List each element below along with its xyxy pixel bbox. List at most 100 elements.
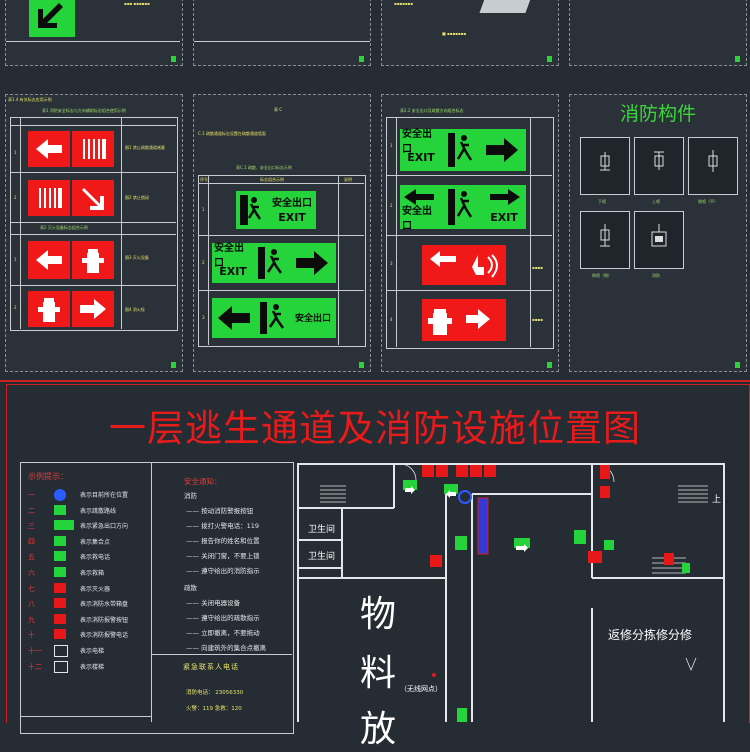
row-number: 2 bbox=[202, 260, 205, 265]
safety-instruction-text: 按动消防警报按钮 bbox=[201, 507, 254, 515]
safety-instruction-text: 立即撤离，不要拖动 bbox=[201, 629, 260, 637]
row-number: 3 bbox=[390, 261, 393, 266]
sheet-fire-components: 消防构件 下喷 上喷 侧喷（平） 侧喷（侧） 消防 bbox=[569, 94, 747, 372]
safety-instruction: —— 报告你的姓名和位置 bbox=[186, 535, 260, 545]
fire-alarm-icon bbox=[430, 251, 498, 278]
fire-extinguisher-marker bbox=[422, 465, 434, 477]
legend-symbol-icon bbox=[54, 582, 66, 593]
col-header: 标志组合示例 bbox=[260, 177, 284, 182]
marker bbox=[547, 362, 552, 368]
fire-alarm-marker bbox=[456, 465, 468, 477]
sheet-number: 表1.4 有关标志应用示例 bbox=[8, 97, 52, 102]
divider bbox=[151, 462, 152, 722]
fire-hose-marker bbox=[588, 551, 602, 563]
bullet-dash: —— bbox=[186, 629, 202, 637]
exit-sign-en-text: EXIT bbox=[219, 264, 247, 278]
hydrant-icon bbox=[82, 249, 104, 273]
sign-table bbox=[386, 117, 554, 349]
sprinkler-up-box bbox=[634, 137, 684, 195]
legend-item-number: 八 bbox=[28, 600, 35, 609]
legend-item-number: 九 bbox=[28, 615, 35, 624]
legend-title: 示例提示： bbox=[28, 472, 68, 481]
exit-marker bbox=[682, 563, 690, 573]
wireless-point-label: （无线网点） bbox=[400, 685, 442, 693]
exit-sign-arrow-right: 安全出口 EXIT bbox=[212, 243, 336, 283]
bullet-dash: —— bbox=[186, 507, 202, 515]
legend-item-text: 表示楼梯 bbox=[80, 663, 105, 671]
exit-sign-running-man: 安全出口 EXIT bbox=[236, 191, 316, 229]
safety-instruction: —— 向建筑外的集合点撤离 bbox=[186, 642, 266, 652]
exit-marker bbox=[457, 708, 467, 722]
exit-sign-cn-text: 安全出口 bbox=[294, 313, 331, 324]
exit-sign-en-text: EXIT bbox=[490, 210, 518, 224]
legend-symbol-icon bbox=[54, 520, 74, 531]
fire-hydrant-marker bbox=[484, 465, 496, 477]
row-number: 4 bbox=[390, 317, 393, 322]
row-note: 图1 禁止疏散通道堵塞 bbox=[125, 145, 165, 150]
safety-instruction: —— 拨打火警电话：119 bbox=[186, 520, 259, 530]
legend-item-text: 表示电梯 bbox=[80, 648, 105, 655]
bullet-dash: —— bbox=[186, 614, 202, 622]
legend-symbol-icon bbox=[54, 504, 66, 515]
legend-symbol-icon bbox=[54, 645, 68, 657]
legend-item-text: 表示集合点 bbox=[80, 538, 111, 546]
divider bbox=[10, 222, 176, 223]
sheet-desc: C.1 疏散通道标志设置在疏散通道墙面 bbox=[198, 131, 266, 136]
room-label-material-1: 物 bbox=[360, 594, 397, 635]
floor-plan-title: 一层逃生通道及消防设施位置图 bbox=[109, 407, 641, 450]
legend-item-text: 表示目前所在位置 bbox=[80, 492, 129, 499]
wireless-point-marker bbox=[432, 673, 436, 677]
sheet-header: 表 C bbox=[274, 107, 283, 112]
legend-symbol-icon bbox=[54, 535, 66, 546]
safety-section-heading: 疏散 bbox=[184, 584, 197, 592]
row-note: 图4 消火栓 bbox=[125, 307, 145, 312]
divider bbox=[10, 172, 176, 173]
legend-symbol-icon bbox=[54, 489, 66, 501]
exit-sign-two-way: 安全出口 EXIT bbox=[400, 185, 526, 232]
marker bbox=[171, 362, 176, 368]
legend-item-text: 表示消防水带箱盘 bbox=[80, 601, 129, 609]
table-title: 表C.1 疏散、安全出口标志示例 bbox=[236, 165, 292, 170]
hydrant-arrow-sign bbox=[422, 299, 506, 341]
room-label-repair: 返修分拣修分修 bbox=[608, 628, 693, 642]
divider bbox=[386, 235, 552, 236]
hydrant-icon bbox=[428, 309, 490, 335]
exit-sign-cn-text: 安全出口 bbox=[402, 129, 432, 155]
row-number: 1 bbox=[202, 207, 205, 212]
row-number: 1 bbox=[14, 150, 17, 155]
legend-item-number: 一 bbox=[28, 491, 35, 499]
safety-instruction-text: 拨打火警电话：119 bbox=[201, 522, 259, 530]
legend-item-text: 表示疏散路线 bbox=[80, 507, 117, 515]
exit-marker bbox=[574, 530, 586, 544]
safety-instruction-text: 向建筑外的集合点撤离 bbox=[201, 644, 267, 652]
sheet-top-4 bbox=[569, 0, 747, 66]
bullet-dash: —— bbox=[186, 567, 202, 575]
legend-item-text: 表示消防报警按钮 bbox=[80, 616, 129, 624]
fire-alarm-marker bbox=[600, 486, 610, 498]
sheet3-note: ▪▪▪▪▪▪▪ bbox=[394, 1, 413, 6]
row-number: 2 bbox=[14, 195, 17, 200]
legend-item-number: 三 bbox=[28, 522, 35, 531]
sheet-sign-examples-3: 表2.2 安全出口及疏散方向组合标志 1 2 3 4 安全出口 EXIT 安全出… bbox=[381, 94, 559, 372]
arrow-down-right-sign bbox=[72, 180, 114, 216]
divider bbox=[396, 117, 397, 347]
legend-symbol-icon bbox=[54, 660, 68, 673]
bullet-dash: —— bbox=[186, 522, 202, 530]
bullet-dash: —— bbox=[186, 537, 202, 545]
fire-hose-icon bbox=[83, 139, 106, 159]
component-label: 消防 bbox=[652, 273, 660, 278]
legend-item-text: 表示救箱 bbox=[80, 570, 105, 577]
legend-symbol-icon bbox=[54, 598, 66, 609]
safety-instruction: —— 立即撤离，不要拖动 bbox=[186, 627, 260, 637]
safety-instruction-text: 报告你的姓名和位置 bbox=[201, 537, 260, 545]
marker bbox=[359, 56, 364, 62]
safety-instruction: —— 关闭电器设备 bbox=[186, 597, 240, 607]
divider bbox=[10, 234, 176, 235]
legend-item-text: 表示救电话 bbox=[80, 554, 111, 562]
component-label: 侧喷（平） bbox=[698, 199, 718, 204]
fire-hose-sign bbox=[72, 131, 114, 167]
sprinkler-down-icon bbox=[600, 152, 610, 171]
legend-item-number: 六 bbox=[28, 569, 35, 577]
running-man-icon bbox=[448, 133, 473, 167]
arrow-right-sign bbox=[72, 291, 114, 327]
